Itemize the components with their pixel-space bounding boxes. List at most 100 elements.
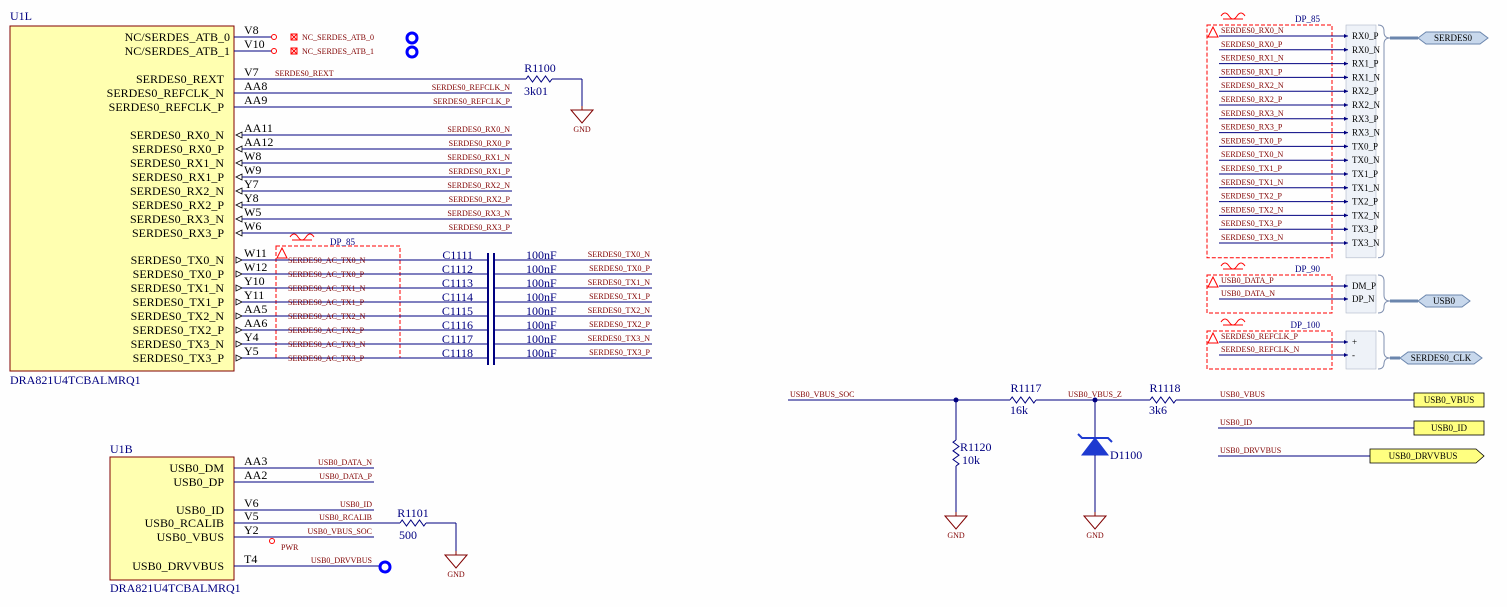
bus-net-label: SERDES0_TX1_N [1221, 178, 1283, 187]
ground-label: GND [573, 125, 591, 134]
u1b-pin-num: T4 [244, 552, 257, 566]
cap-ref: C1116 [442, 318, 473, 332]
u1l-pin-num: W11 [244, 246, 267, 260]
diff-pair-icon [1220, 12, 1246, 20]
port-arrow-icon [1344, 284, 1348, 288]
bus-net-label: SERDES0_RX3_N [1221, 109, 1284, 118]
input-arrow-icon [235, 145, 243, 153]
u1l-pin-num: W8 [244, 149, 261, 163]
diff-pair-label: DP_100 [1290, 320, 1320, 330]
offsheet-port [1369, 448, 1485, 464]
u1b-pin-name: USB0_DP [173, 475, 224, 489]
usb-net-label: USB0_DATA_P [319, 472, 372, 481]
u1l-pin-name: NC/SERDES_ATB_1 [125, 44, 230, 58]
output-arrow-icon [235, 270, 243, 278]
harness-port-label: RX3_N [1352, 128, 1381, 138]
bus-net-label: SERDES0_TX2_P [1221, 192, 1282, 201]
u1l-pin-num: Y10 [244, 274, 265, 288]
cap-ref: C1113 [442, 276, 473, 290]
diff-pair-icon [1220, 318, 1246, 326]
ground-icon [444, 551, 468, 569]
harness-port-label: RX2_N [1352, 100, 1381, 110]
test-point-icon [405, 45, 419, 59]
pwr-marker-icon [269, 538, 275, 544]
rx-net-label: SERDES0_RX0_N [447, 125, 510, 134]
bus-net-label: SERDES0_TX3_P [1221, 219, 1282, 228]
offsheet-port [1413, 392, 1485, 408]
output-arrow-icon [235, 312, 243, 320]
zener-diode-icon [1080, 437, 1110, 456]
port-arrow-icon [1344, 158, 1348, 163]
u1l-pin-num: V8 [244, 23, 259, 37]
u1l-pin-name: SERDES0_TX1_N [131, 281, 225, 295]
port-net-label: USB0_ID [1220, 418, 1252, 427]
harness-brace [1377, 24, 1391, 259]
tx-ac-net-label: SERDES0_AC_TX2_P [288, 326, 365, 335]
cap-val: 100nF [526, 276, 557, 290]
output-arrow-icon [235, 298, 243, 306]
u1l-pin-name: SERDES0_RX2_P [132, 198, 224, 212]
u1l-part: DRA821U4TCBALMRQ1 [10, 373, 141, 387]
tx-net-label: SERDES0_TX0_N [588, 250, 650, 259]
bus-connector [1417, 294, 1471, 308]
u1b-pin-name: USB0_DM [169, 461, 224, 475]
cap-val: 100nF [526, 318, 557, 332]
u1l-pin-name: SERDES0_RX1_P [132, 170, 224, 184]
warning-icon [1207, 275, 1219, 288]
tx-dp-label: DP_85 [330, 237, 356, 247]
test-point-icon [405, 31, 419, 45]
bus-name: USB0 [1433, 296, 1456, 306]
harness-port-label: TX2_N [1352, 210, 1380, 220]
cap-val: 100nF [526, 304, 557, 318]
diff-pair-icon [289, 233, 315, 241]
cap-ref: C1111 [442, 248, 473, 262]
ground-label: GND [447, 570, 465, 579]
tx-ac-net-label: SERDES0_AC_TX0_N [288, 256, 366, 265]
cap-ref: C1114 [442, 290, 473, 304]
bus-net-label: SERDES0_TX2_N [1221, 205, 1283, 214]
diff-pair-label: DP_90 [1295, 264, 1321, 274]
cap-ref: C1115 [442, 304, 473, 318]
u1l-pin-num: W9 [244, 163, 261, 177]
tx-ac-net-label: SERDES0_AC_TX1_N [288, 284, 366, 293]
input-arrow-icon [235, 159, 243, 167]
port-arrow-icon [1344, 353, 1348, 357]
offsheet-port-label: USB0_ID [1431, 423, 1468, 433]
u1l-pin-num: Y7 [244, 177, 259, 191]
bus-name: SERDES0 [1434, 33, 1473, 43]
r1117-ref: R1117 [1010, 381, 1041, 395]
u1b-body [109, 456, 235, 581]
u1l-pin-num: Y11 [244, 288, 264, 302]
r1118-body [1149, 396, 1177, 404]
no-connect-marker [271, 34, 277, 40]
r1120-ref: R1120 [960, 440, 992, 454]
bus-net-label: SERDES0_TX1_P [1221, 164, 1282, 173]
harness-port-label: RX0_N [1352, 45, 1381, 55]
port-arrow-icon [1344, 61, 1348, 66]
r1117-body [1009, 396, 1037, 404]
vbus-z-label: USB0_VBUS_Z [1068, 390, 1122, 399]
input-arrow-icon [235, 131, 243, 139]
harness-port-label: DP_N [1352, 294, 1375, 304]
u1l-pin-num: Y4 [244, 330, 259, 344]
no-erc-icon [290, 33, 298, 41]
port-arrow-icon [1344, 89, 1348, 94]
cap-val: 100nF [526, 248, 557, 262]
harness-port-label: RX1_P [1352, 59, 1379, 69]
test-point-icon [378, 560, 392, 574]
tx-net-label: SERDES0_TX3_N [588, 334, 650, 343]
u1l-pin-num: AA5 [244, 302, 267, 316]
diff-pair-label: DP_85 [1295, 14, 1321, 24]
r1100-body [525, 75, 553, 83]
harness-port-label: RX0_P [1352, 31, 1379, 41]
rx-net-label: SERDES0_RX0_P [449, 139, 511, 148]
cap-ref: C1117 [442, 332, 473, 346]
cap-val: 100nF [526, 346, 557, 360]
output-arrow-icon [235, 354, 243, 362]
r1100-val: 3k01 [524, 84, 548, 98]
harness-block [1345, 330, 1377, 370]
port-arrow-icon [1344, 75, 1348, 80]
u1l-pin-num: AA9 [244, 93, 267, 107]
tx-ac-net-label: SERDES0_AC_TX3_N [288, 340, 366, 349]
u1l-pin-name: SERDES0_TX0_N [131, 253, 225, 267]
